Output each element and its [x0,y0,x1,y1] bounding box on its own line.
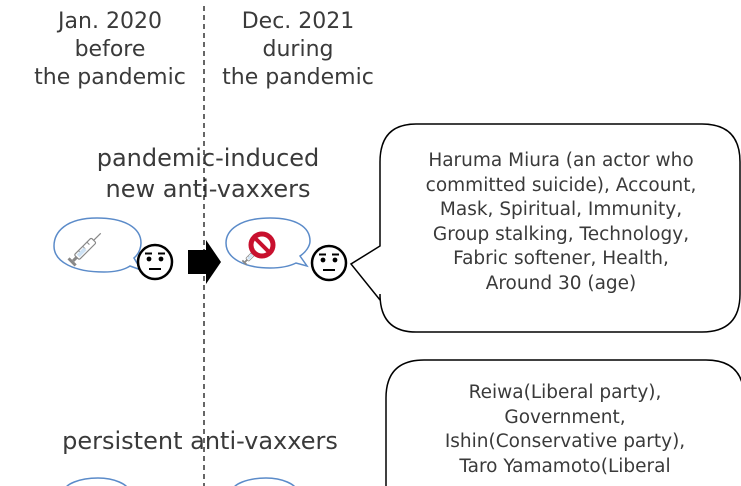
neutral-face-icon [310,244,348,282]
section-title-line: persistent anti-vaxxers [62,427,338,455]
keywords-text-2: Reiwa(Liberal party), Government, Ishin(… [390,381,740,479]
column-header-line: during [262,37,334,62]
neutral-face-icon [136,243,174,281]
no-vaccine-icon [241,231,276,266]
keywords-text-1: Haruma Miura (an actor who committed sui… [388,149,734,296]
column-header-line: the pandemic [222,65,374,90]
right-arrow-icon [188,240,221,284]
keyword-line: Fabric softener, Health, [453,248,669,269]
keyword-line: Mask, Spiritual, Immunity, [439,199,683,220]
keyword-line: committed suicide), Account, [425,174,697,196]
section-title-persistent-anti-vaxxers: persistent anti-vaxxers [30,426,370,457]
thought-bubble-before [53,217,143,273]
keyword-line: Around 30 (age) [485,272,637,294]
column-header-line: the pandemic [34,65,186,90]
section-title-line: pandemic-induced [96,144,320,172]
keyword-line: Taro Yamamoto(Liberal [459,455,671,477]
column-header-before: Jan. 2020 before the pandemic [22,8,198,92]
keyword-line: Haruma Miura (an actor who [428,150,694,171]
keyword-line: Reiwa(Liberal party), [468,382,662,403]
column-header-line: before [74,37,146,62]
keyword-line: Ishin(Conservative party), [444,431,686,452]
keywords-speech-bubble-2 [385,359,741,486]
thought-bubble-before-2 [66,477,128,486]
column-header-during: Dec. 2021 during the pandemic [208,8,388,92]
section-title-line: new anti-vaxxers [105,175,311,203]
keyword-line: Group stalking, Technology, [432,223,690,245]
column-header-line: Dec. 2021 [241,9,355,34]
keyword-line: Government, [504,406,626,428]
column-header-line: Jan. 2020 [58,9,162,34]
keywords-speech-bubble-1 [349,123,741,333]
section-title-new-anti-vaxxers: pandemic-induced new anti-vaxxers [56,143,360,205]
thought-bubble-during-2 [234,477,296,486]
